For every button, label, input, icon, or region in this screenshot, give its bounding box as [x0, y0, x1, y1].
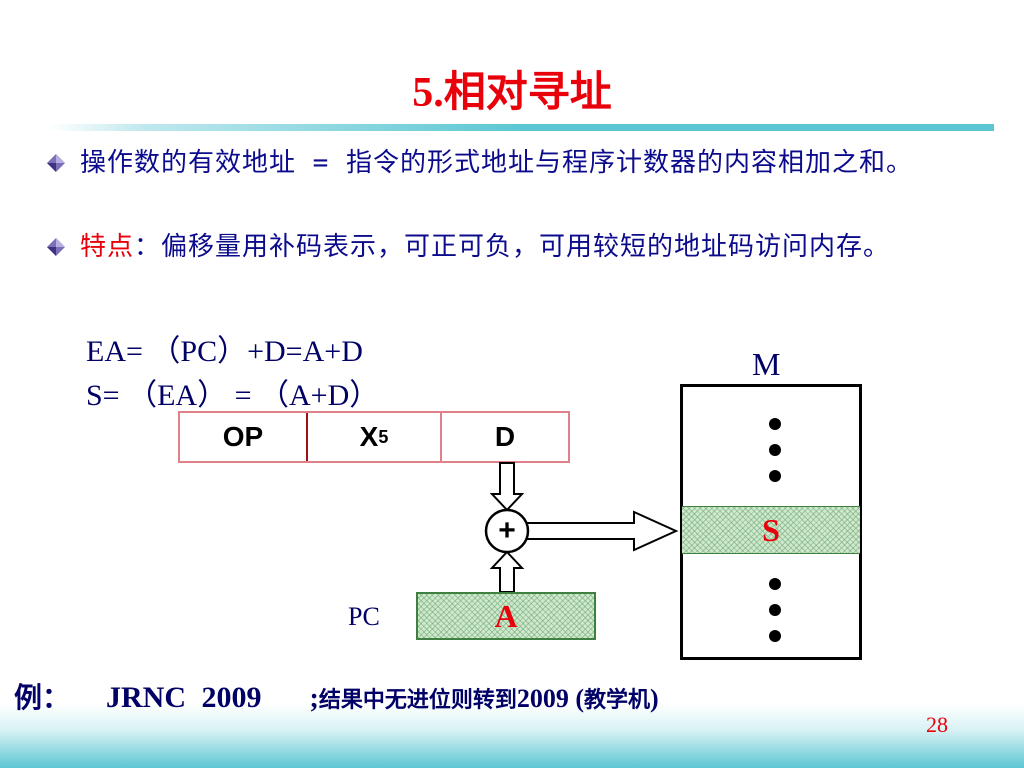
example-instruction: JRNC 2009 — [106, 681, 262, 714]
bullet-feature: 特点：偏移量用补码表示，可正可负，可用较短的地址码访问内存。 — [46, 228, 976, 266]
memory-label: M — [752, 346, 781, 382]
pc-to-adder-arrow — [489, 550, 525, 593]
d-field: D — [494, 421, 516, 452]
diamond-bullet-icon — [47, 154, 65, 172]
bullet-definition: 操作数的有效地址 = 指令的形式地址与程序计数器的内容相加之和。 — [46, 144, 976, 182]
op-field: OP — [180, 413, 308, 461]
example-comment: ;结果中无进位则转到2009 (教学机) — [310, 683, 659, 714]
x-field-base: X — [359, 421, 379, 452]
bullet-definition-part: 操作数的有效地址 = 指令的形式地址与程序计数器的内容相加之和。 — [80, 148, 913, 178]
feature-description: ：偏移量用补码表示，可正可负，可用较短的地址码访问内存。 — [134, 232, 891, 262]
comment-address: 2009 ( — [516, 684, 585, 713]
slide-title-text: 相对寻址 — [443, 67, 612, 116]
formula-s: S= （EA） = （A+D） — [86, 379, 380, 412]
bullet-definition-text: 操作数的有效地址 = 指令的形式地址与程序计数器的内容相加之和。 — [80, 144, 976, 182]
adder-symbol: + — [498, 514, 516, 547]
comment-machine: 教学机 — [584, 688, 651, 713]
adder-to-memory-arrow — [526, 510, 679, 552]
diamond-bullet-icon — [47, 238, 65, 256]
slide-title: 5.相对寻址 — [0, 58, 1024, 119]
title-divider — [50, 124, 994, 131]
ellipsis-dot — [769, 418, 781, 430]
ellipsis-dot — [769, 470, 781, 482]
footer-band — [0, 704, 1024, 768]
comment-text: 结果中无进位则转到 — [318, 688, 517, 713]
example-line: 例：JRNC 2009;结果中无进位则转到2009 (教学机) — [14, 676, 659, 716]
feature-highlight: 特点 — [80, 232, 135, 262]
pc-register: A — [416, 592, 596, 640]
ellipsis-dot — [769, 578, 781, 590]
x-field-subscript: 5 — [378, 426, 389, 447]
comment-close: ) — [650, 684, 659, 713]
d-to-adder-arrow — [489, 462, 525, 512]
comment-semicolon: ; — [309, 683, 319, 714]
pc-label: PC — [348, 602, 380, 631]
page-number: 28 — [926, 712, 948, 737]
memory-target-cell: S — [682, 506, 860, 554]
bullet-feature-text: 特点：偏移量用补码表示，可正可负，可用较短的地址码访问内存。 — [80, 228, 976, 266]
example-label: 例： — [14, 681, 71, 714]
ellipsis-dot — [769, 604, 781, 616]
slide-title-number: 5. — [412, 70, 444, 116]
ellipsis-dot — [769, 630, 781, 642]
formula-ea: EA= （PC）+D=A+D — [86, 335, 363, 368]
ellipsis-dot — [769, 444, 781, 456]
adder-circle-icon — [484, 508, 530, 554]
